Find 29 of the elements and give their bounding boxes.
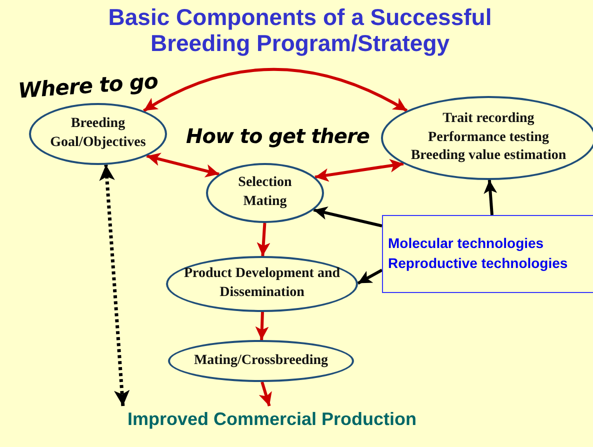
ellipse-node [168, 340, 354, 382]
node-text: Trait recording [442, 110, 534, 128]
node-text: Selection Mating [237, 174, 293, 211]
node-text: Performance testing [428, 128, 549, 147]
section-heading: How to get there [186, 124, 370, 148]
arrow [255, 312, 269, 340]
node-text: Product Development and Dissemination [182, 265, 342, 302]
arrow [313, 206, 382, 228]
diagram-title: Basic Components of a Successful Breeding Program/Strategy [107, 4, 493, 57]
arrow [258, 382, 272, 406]
ellipse-node [206, 163, 324, 223]
outcome-text: Improved Commercial Production [127, 408, 417, 430]
ellipse-node [29, 103, 167, 165]
arrow [256, 222, 270, 256]
arrow [143, 68, 408, 112]
node-text: Breeding Goal/Objectives [49, 115, 147, 152]
section-heading: Where to go [17, 69, 159, 103]
node-text: Mating/Crossbreeding [194, 352, 328, 370]
ellipse-node [381, 96, 593, 180]
node-text: Reproductive technologies [388, 254, 568, 273]
arrow [484, 180, 498, 216]
node-text: Molecular technologies [388, 234, 544, 254]
node-text: Breeding value estimation [410, 147, 566, 166]
arrow [146, 152, 220, 178]
arrow [314, 159, 404, 182]
dotted-arrow [99, 164, 130, 406]
technology-box [382, 215, 593, 293]
arrow [357, 268, 383, 285]
ellipse-node [166, 256, 358, 312]
